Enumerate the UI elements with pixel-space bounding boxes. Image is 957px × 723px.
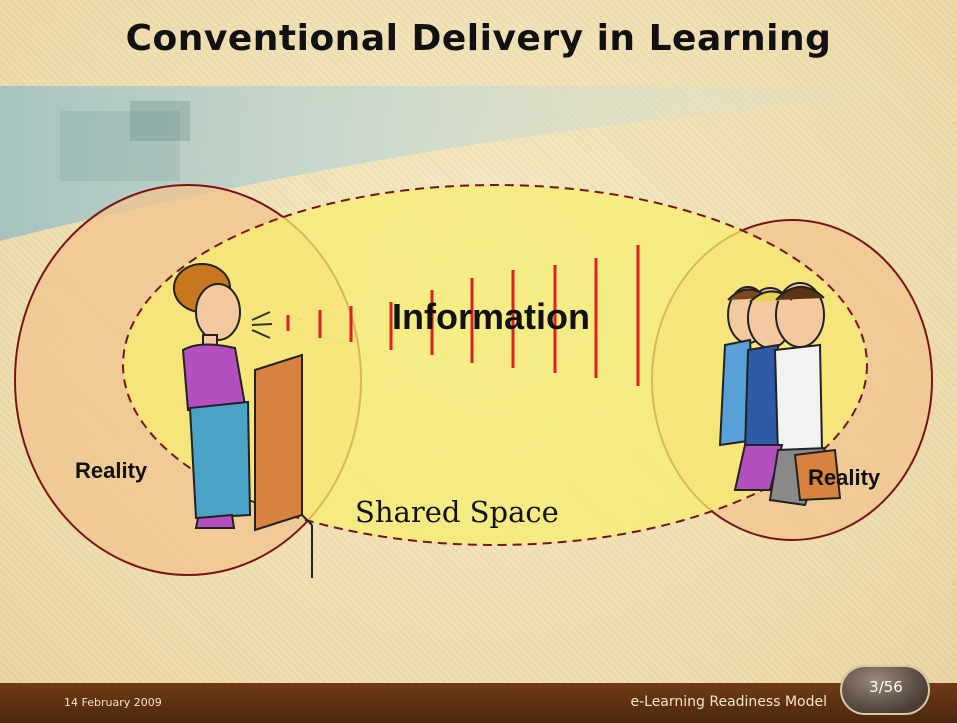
information-label: Information	[392, 296, 590, 337]
seated-students-icon	[718, 282, 842, 507]
page-number-badge	[840, 665, 930, 715]
right-reality-label: Reality	[808, 465, 881, 490]
lectern-icon	[254, 353, 313, 578]
shared-space-ellipse	[122, 184, 868, 546]
decorative-band	[0, 86, 957, 241]
slide-title: Conventional Delivery in Learning	[125, 18, 832, 59]
footer-bar	[0, 683, 957, 723]
footer-date: 14 February 2009	[64, 696, 162, 709]
shared-space-label: Shared Space	[355, 495, 559, 529]
speech-lines-icon	[251, 311, 273, 339]
information-signal-lines	[286, 245, 640, 386]
teacher-figure-icon	[173, 263, 252, 529]
left-reality-label: Reality	[75, 458, 148, 483]
page-number: 3/56	[869, 678, 903, 696]
footer-title: e-Learning Readiness Model	[630, 694, 827, 710]
